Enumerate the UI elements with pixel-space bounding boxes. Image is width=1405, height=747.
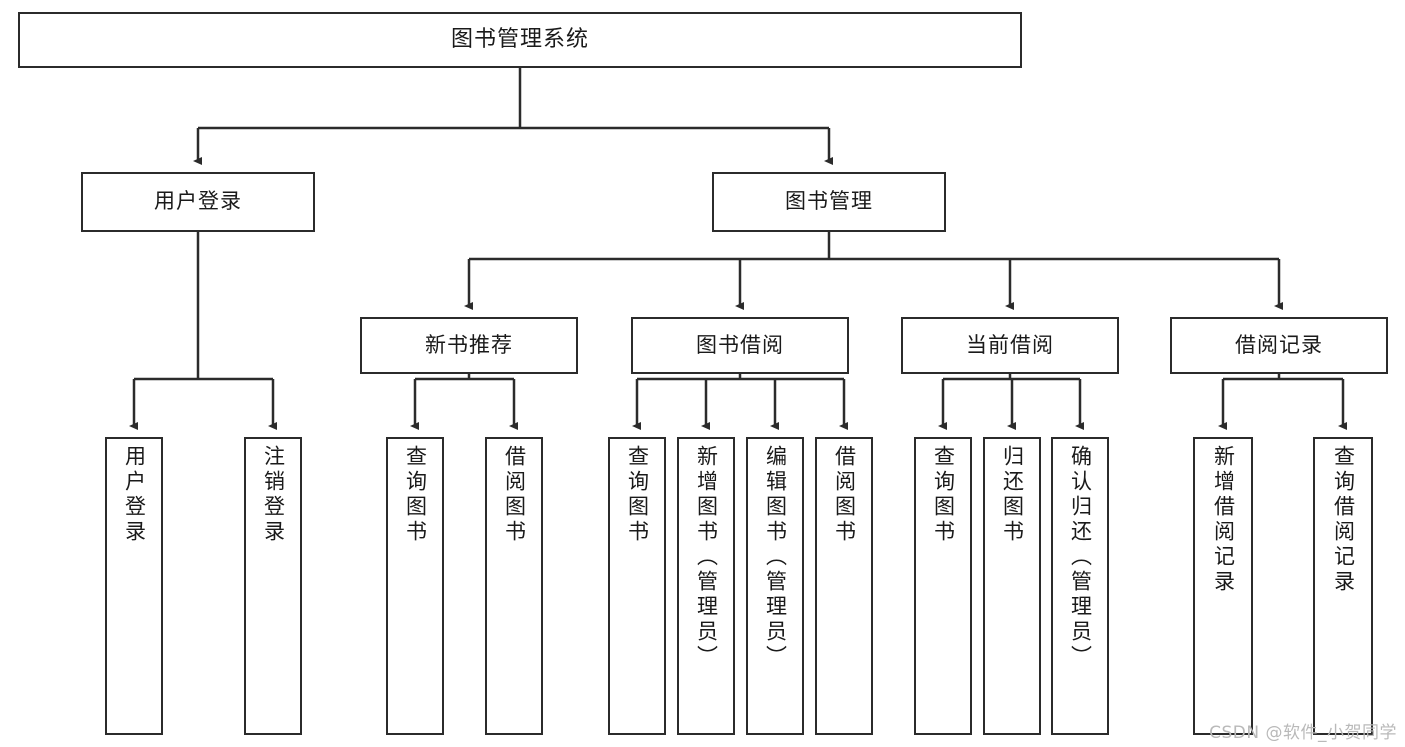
node-leaf-query-borrow-record[interactable]: 查询借阅记录 — [1313, 437, 1373, 735]
node-label: 归还图书 — [1000, 445, 1025, 545]
node-label: 查询图书 — [931, 445, 956, 545]
node-book-borrow[interactable]: 图书借阅 — [631, 317, 849, 374]
node-root[interactable]: 图书管理系统 — [18, 12, 1022, 68]
node-borrow-record[interactable]: 借阅记录 — [1170, 317, 1388, 374]
node-label: 用户登录 — [154, 189, 242, 214]
node-label: 注销登录 — [261, 445, 286, 545]
node-user-login[interactable]: 用户登录 — [81, 172, 315, 232]
node-label: 借阅记录 — [1235, 332, 1323, 357]
node-label: 编辑图书（管理员） — [763, 445, 788, 670]
node-label: 新增图书（管理员） — [694, 445, 719, 670]
node-label: 查询借阅记录 — [1331, 445, 1356, 595]
node-leaf-add-book-admin[interactable]: 新增图书（管理员） — [677, 437, 735, 735]
node-label: 图书管理系统 — [450, 26, 589, 52]
node-leaf-user-login[interactable]: 用户登录 — [105, 437, 163, 735]
node-label: 借阅图书 — [832, 445, 857, 545]
node-new-book-recommend[interactable]: 新书推荐 — [360, 317, 578, 374]
node-leaf-confirm-return-admin[interactable]: 确认归还（管理员） — [1051, 437, 1109, 735]
node-leaf-borrow-book-1[interactable]: 借阅图书 — [485, 437, 543, 735]
node-leaf-add-borrow-record[interactable]: 新增借阅记录 — [1193, 437, 1253, 735]
node-leaf-borrow-book-2[interactable]: 借阅图书 — [815, 437, 873, 735]
node-leaf-edit-book-admin[interactable]: 编辑图书（管理员） — [746, 437, 804, 735]
node-label: 查询图书 — [625, 445, 650, 545]
node-leaf-query-book-1[interactable]: 查询图书 — [386, 437, 444, 735]
node-label: 确认归还（管理员） — [1068, 445, 1093, 670]
node-label: 用户登录 — [122, 445, 147, 545]
watermark-text: CSDN @软件_小贺同学 — [1209, 723, 1397, 743]
node-leaf-query-book-3[interactable]: 查询图书 — [914, 437, 972, 735]
node-leaf-return-book[interactable]: 归还图书 — [983, 437, 1041, 735]
node-label: 借阅图书 — [502, 445, 527, 545]
node-book-manage[interactable]: 图书管理 — [712, 172, 946, 232]
node-current-borrow[interactable]: 当前借阅 — [901, 317, 1119, 374]
node-label: 图书管理 — [785, 189, 873, 214]
node-label: 查询图书 — [403, 445, 428, 545]
node-leaf-logout[interactable]: 注销登录 — [244, 437, 302, 735]
node-label: 新增借阅记录 — [1211, 445, 1236, 595]
node-leaf-query-book-2[interactable]: 查询图书 — [608, 437, 666, 735]
node-label: 当前借阅 — [966, 332, 1054, 357]
node-label: 新书推荐 — [425, 332, 513, 357]
node-label: 图书借阅 — [696, 332, 784, 357]
